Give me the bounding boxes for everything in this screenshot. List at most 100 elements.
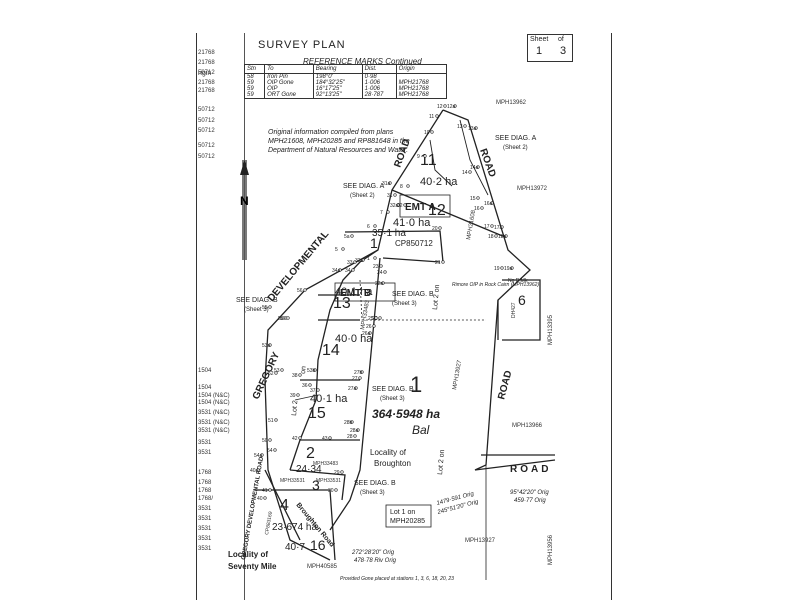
north-arrow: N <box>240 160 249 260</box>
diagram-references: SEE DIAG. A (Sheet 2) SEE DIAG. A (Sheet… <box>236 135 537 496</box>
easement-labels: EMT A EMT B <box>340 202 436 299</box>
left-origin-entry: 3531 (N&C) <box>198 410 230 416</box>
station-point <box>372 324 376 328</box>
station-label: 13a <box>468 126 477 132</box>
lot1on: Lot 1 on <box>390 509 415 516</box>
plan-4: MPH33483 <box>360 299 371 330</box>
station-label: 18 <box>488 234 494 240</box>
road-right-1: ROAD <box>477 147 497 178</box>
sheet-number-box: Sheet of 1 3 <box>527 34 573 62</box>
station-label: 34a <box>332 268 341 274</box>
station-label: 23 <box>373 264 379 270</box>
road-bottom: ROAD <box>510 464 551 475</box>
see-diag-2: SEE DIAG. A <box>343 183 385 190</box>
station-point <box>423 154 427 158</box>
station-point <box>360 370 364 374</box>
station-label: 28 <box>347 434 353 440</box>
station-point <box>403 203 407 207</box>
station-point <box>268 343 272 347</box>
station-label: 19a <box>504 266 513 272</box>
station-label: 32a <box>390 203 399 209</box>
station-point <box>341 247 345 251</box>
left-origin-entry: 3531 <box>198 516 212 522</box>
lot-11: 11 <box>420 152 437 169</box>
station-point <box>328 436 332 440</box>
station-point <box>474 126 478 130</box>
ref-cell: 58 <box>243 73 266 80</box>
station-point <box>435 114 439 118</box>
station-point <box>430 130 434 134</box>
plan-5: MPH13927 <box>452 359 463 390</box>
ref-cell: 59 <box>243 80 266 86</box>
lot1on-plan: MPH20285 <box>390 518 425 525</box>
plan-numbers: MPH13962 MPH13972 MPH21608 MPH33483 MPH1… <box>264 100 554 570</box>
survey-sheet <box>196 33 612 600</box>
station-label: 54a <box>254 453 263 459</box>
see-diag-5-sheet: (Sheet 3) <box>380 396 405 402</box>
see-diag-4: SEE DIAG. B <box>392 291 434 298</box>
station-point <box>476 196 480 200</box>
station-label: 6 <box>367 224 370 230</box>
station-point <box>373 224 377 228</box>
station-label: 51 <box>268 418 274 424</box>
station-point <box>260 453 264 457</box>
lot-1-small-area: 35·1 ha <box>372 228 406 239</box>
station-point <box>268 438 272 442</box>
no-dam: No D.Mk <box>508 278 528 284</box>
lot1-plan-box <box>385 504 432 528</box>
station-point <box>441 260 445 264</box>
plan-14: DH427 <box>511 302 517 318</box>
easement-a-box <box>399 194 451 218</box>
station-point <box>353 434 357 438</box>
see-diag-1-sheet: (Sheet 2) <box>503 145 528 151</box>
lot-12-area: 41·0 ha <box>393 217 431 229</box>
station-point <box>316 388 320 392</box>
station-point <box>356 428 360 432</box>
plan-1: MPH13962 <box>496 100 527 106</box>
station-point <box>379 264 383 268</box>
station-label: 54 <box>267 448 273 454</box>
plan-title: SURVEY PLAN <box>258 39 346 51</box>
station-point <box>443 104 447 108</box>
station-point <box>500 225 504 229</box>
station-label: 7 <box>380 210 383 216</box>
lot-14: 14 <box>322 342 340 359</box>
locality-labels: Locality of Broughton Locality of Sevent… <box>228 448 411 571</box>
station-label: 36 <box>302 383 308 389</box>
station-label: 26a <box>362 331 371 337</box>
station-label: 5 <box>335 247 338 253</box>
station-label: 38 <box>292 373 298 379</box>
see-diag-6: SEE DIAG. B <box>354 480 396 487</box>
station-label: 41 <box>262 488 268 494</box>
station-point <box>274 418 278 422</box>
station-label: 28a <box>350 428 359 434</box>
left-origin-entry: 21768 <box>198 50 215 56</box>
lot-15: 15 <box>308 405 326 422</box>
left-origin-entry: 3531 <box>198 536 212 542</box>
station-point <box>373 256 377 260</box>
lot-4: 4 <box>280 497 289 514</box>
plan-13: MPH13956 <box>548 534 554 565</box>
left-origin-entry: 3531 (N&C) <box>198 420 230 426</box>
see-diag-5: SEE DIAG. B <box>372 386 414 393</box>
ref-col-header: Origin <box>395 64 448 74</box>
station-point <box>263 496 267 500</box>
station-label: 16 <box>474 206 480 212</box>
station-label: 28b <box>344 420 353 426</box>
station-point <box>438 226 442 230</box>
plan-2: MPH13972 <box>517 186 548 192</box>
locality-2-name: Seventy Mile <box>228 562 277 571</box>
station-point <box>468 170 472 174</box>
lot-labels: 11 40·2 ha 12 41·0 ha 1 35·1 ha CP850712… <box>272 152 526 553</box>
station-label: 26 <box>366 324 372 330</box>
station-label: 22a <box>375 281 384 287</box>
easement-b: EMT B <box>340 288 371 299</box>
station-point <box>354 386 358 390</box>
reference-marks-title: REFERENCE MARKS Continued <box>303 57 422 66</box>
station-point <box>490 224 494 228</box>
station-label: 32 <box>397 203 403 209</box>
